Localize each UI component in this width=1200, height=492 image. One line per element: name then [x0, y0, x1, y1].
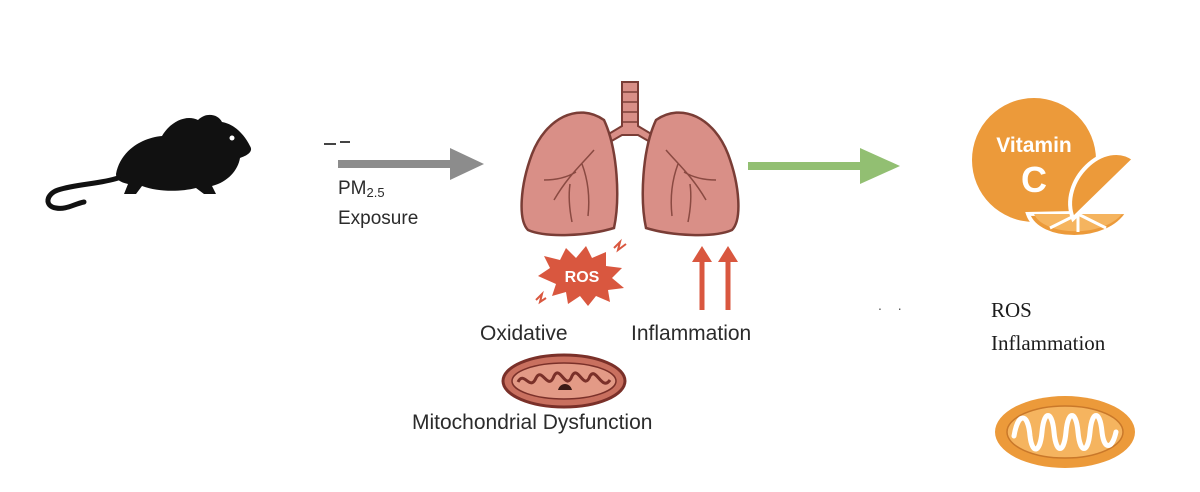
- ros-burst-icon: ROS: [535, 238, 627, 306]
- mitochondria-icon: [501, 353, 627, 409]
- orange-mitochondria-icon: [995, 396, 1135, 468]
- lungs-icon: [520, 81, 740, 237]
- vitamin-c-icon: Vitamin C: [972, 98, 1138, 239]
- ros-badge: ROS: [565, 269, 600, 286]
- pm-prefix: PM: [338, 178, 367, 199]
- oxidative-label: Oxidative: [480, 322, 568, 345]
- tick-mark: [324, 141, 350, 145]
- exposure-label: Exposure: [338, 208, 419, 229]
- vitamin-line1: Vitamin: [996, 134, 1071, 157]
- pm-subscript: 2.5: [366, 185, 385, 200]
- mouse-icon: [45, 114, 252, 211]
- pm-label: PM2.5: [338, 178, 508, 204]
- exposure-arrow: [338, 148, 484, 180]
- dots-label: . .: [878, 297, 908, 313]
- up-arrows-icon: [692, 246, 738, 310]
- treatment-arrow: [748, 148, 900, 184]
- ros-right-label: ROS: [991, 298, 1032, 322]
- mito-label: Mitochondrial Dysfunction: [412, 411, 653, 434]
- inflammation-right-label: Inflammation: [991, 331, 1106, 355]
- vitamin-line2: C: [1021, 159, 1047, 200]
- inflammation-label: Inflammation: [631, 322, 752, 345]
